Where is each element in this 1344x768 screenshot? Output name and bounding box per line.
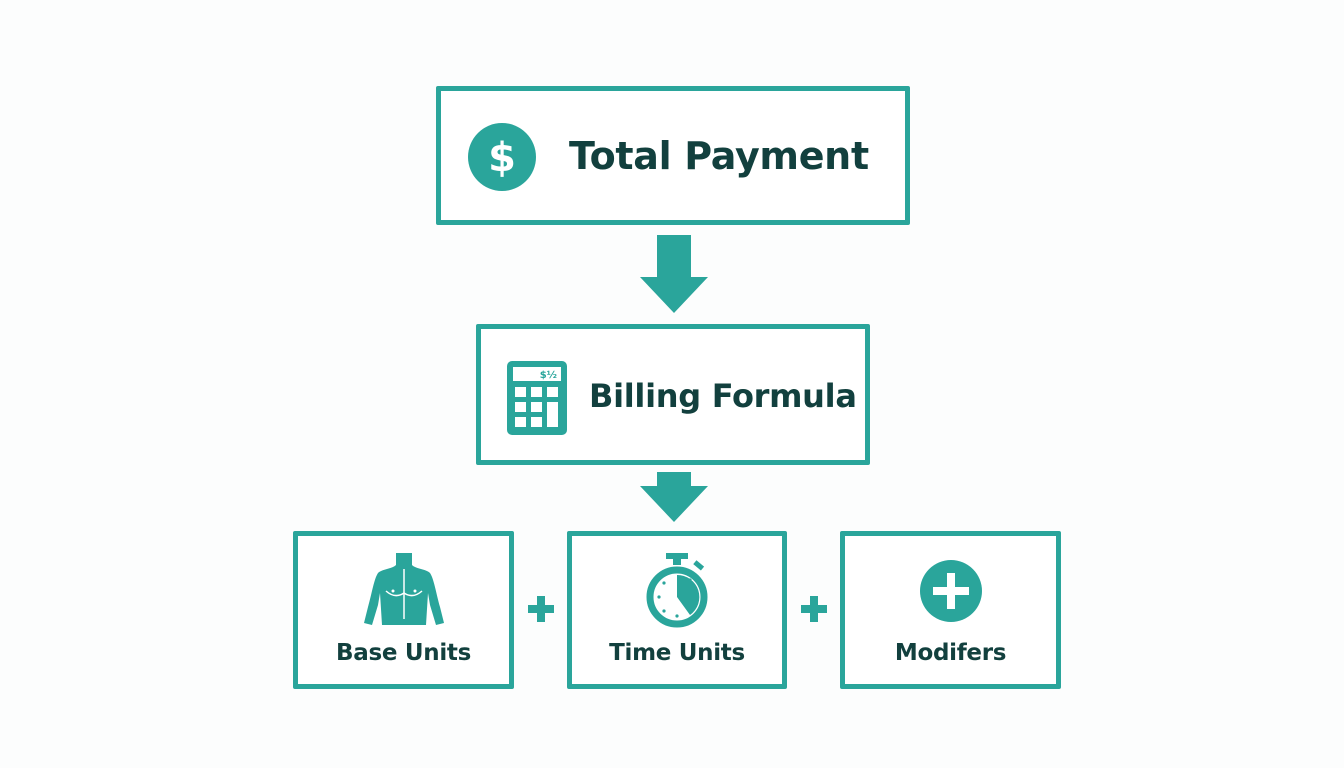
billing-formula-label: Billing Formula <box>589 377 857 415</box>
total-payment-label: Total Payment <box>569 134 869 178</box>
plus-operator-icon <box>528 596 554 622</box>
time-units-label: Time Units <box>609 640 745 666</box>
modifiers-label: Modifers <box>894 640 1007 666</box>
calculator-icon: $½ <box>507 361 567 435</box>
dollar-circle-icon: $ <box>468 123 536 191</box>
base-units-label: Base Units <box>336 640 471 666</box>
plus-circle-icon <box>919 560 982 622</box>
modifiers-box: Modifers <box>840 531 1061 689</box>
down-arrow-icon <box>640 235 708 313</box>
svg-text:$½: $½ <box>540 370 557 381</box>
base-units-box: Base Units <box>293 531 514 689</box>
stopwatch-icon <box>646 553 708 628</box>
svg-text:$: $ <box>488 135 516 181</box>
time-units-box: Time Units <box>567 531 787 689</box>
down-arrow-icon <box>640 472 708 522</box>
human-torso-icon <box>363 553 444 625</box>
total-payment-box: $ Total Payment <box>436 86 910 225</box>
billing-formula-box: $½ Billing Formula <box>476 324 870 465</box>
plus-operator-icon <box>801 596 827 622</box>
